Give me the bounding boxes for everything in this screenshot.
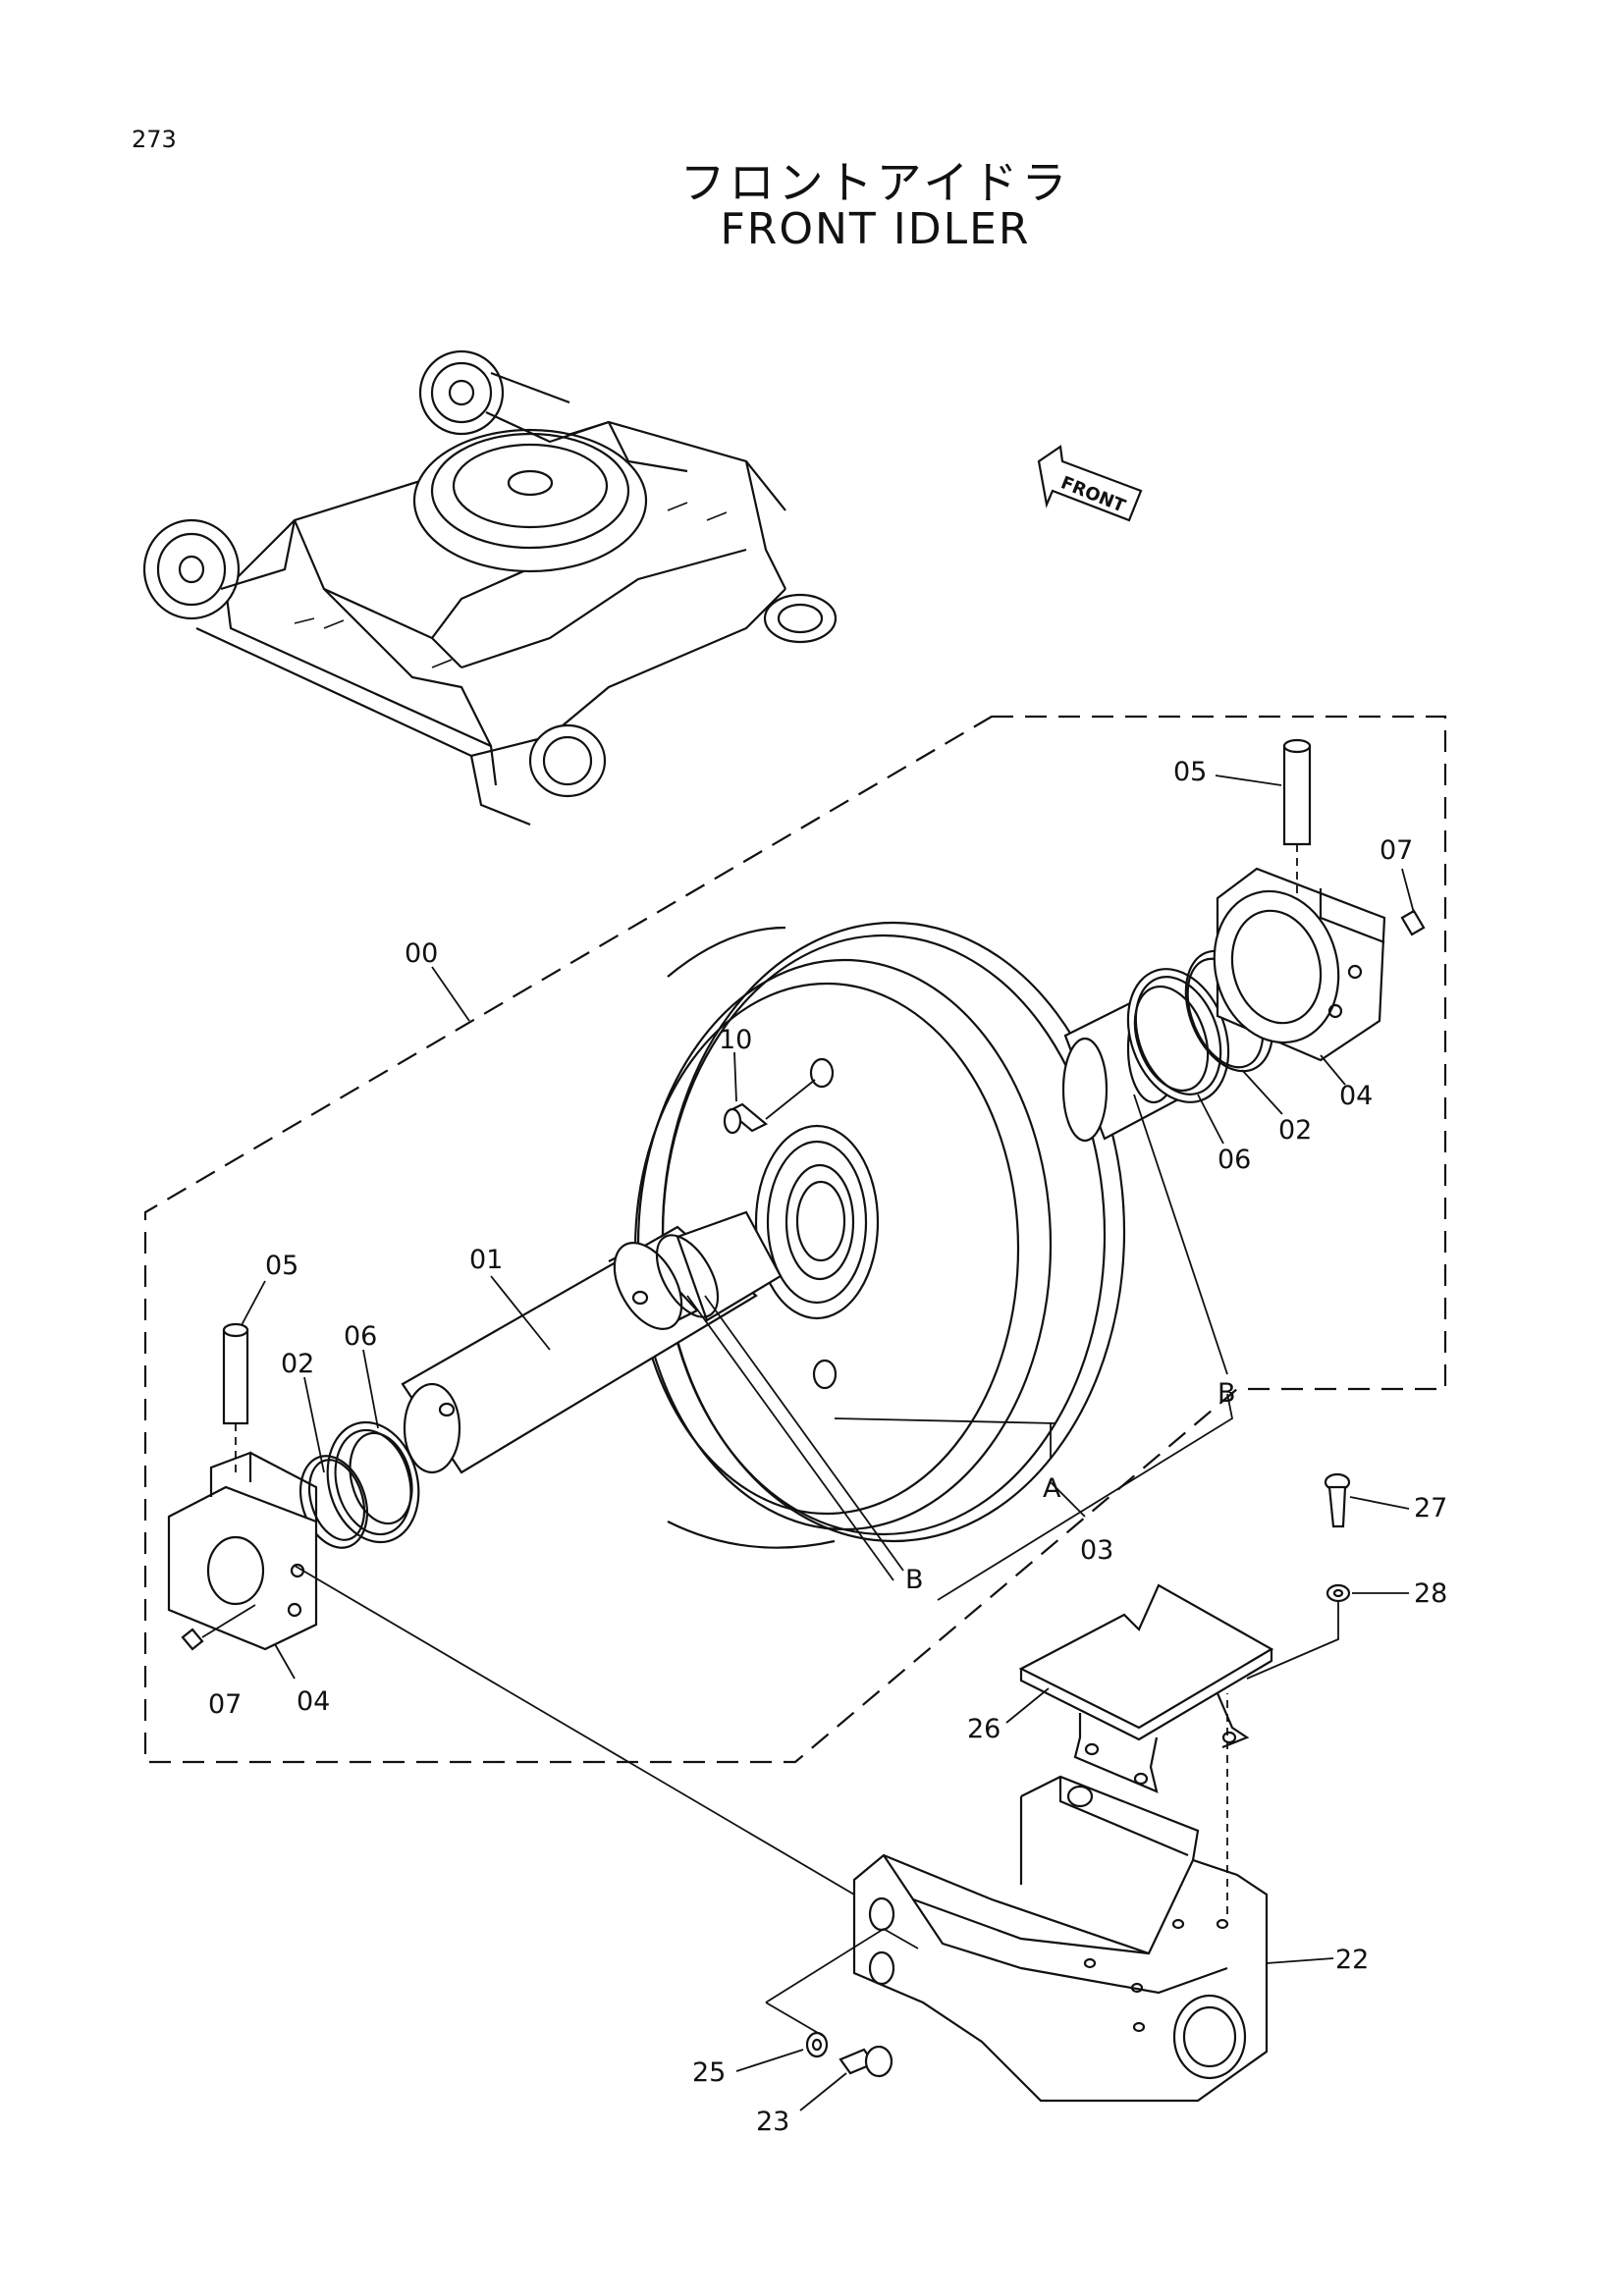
idler-yoke (852, 1693, 1269, 2103)
page-title-japanese: フロントアイドラ (679, 156, 1071, 209)
reference-b-right: B (1217, 1378, 1236, 1409)
callout-22: 22 (1335, 1945, 1369, 1975)
track-frame-overview (142, 349, 838, 827)
callout-05-right: 05 (1173, 757, 1207, 787)
callout-23: 23 (756, 2107, 789, 2137)
callout-05-left: 05 (265, 1251, 298, 1281)
bolt-27 (1324, 1472, 1351, 1528)
idler-wheel (633, 921, 1126, 1549)
idler-shaft (401, 1210, 783, 1474)
reference-b-left: B (905, 1565, 924, 1595)
callout-00: 00 (405, 938, 438, 969)
callout-07-left: 07 (208, 1689, 242, 1720)
bolt-10 (723, 1079, 816, 1135)
callout-06-right: 06 (1217, 1145, 1251, 1175)
front-direction-arrow: FRONT (1037, 445, 1143, 522)
callout-26: 26 (967, 1714, 1001, 1744)
callout-10: 10 (719, 1025, 752, 1055)
cover-plate (1018, 1583, 1274, 1793)
callout-01: 01 (469, 1245, 503, 1275)
assembly-boundary (143, 715, 1447, 1764)
left-bracket (167, 1451, 318, 1651)
left-set-screw (181, 1604, 256, 1651)
right-pin (1282, 738, 1312, 893)
bolt-23 (839, 2045, 893, 2078)
callout-28: 28 (1414, 1578, 1447, 1609)
callout-07-right: 07 (1380, 835, 1413, 866)
washer-28 (1246, 1583, 1351, 1680)
page-number: 273 (132, 126, 177, 153)
reference-a: A (1043, 1473, 1061, 1504)
callout-27: 27 (1414, 1493, 1447, 1523)
callout-06-left: 06 (344, 1321, 377, 1352)
left-pin (222, 1322, 249, 1472)
callout-03: 03 (1080, 1535, 1113, 1566)
callout-02-left: 02 (281, 1349, 314, 1379)
callout-04-right: 04 (1339, 1081, 1373, 1111)
callout-labels: 00 01 02 02 03 04 04 05 05 06 06 07 07 1… (208, 757, 1447, 2137)
leader-lines (241, 774, 1415, 2111)
left-o-ring (299, 1455, 368, 1549)
callout-02-right: 02 (1278, 1115, 1312, 1146)
right-set-screw (1400, 909, 1426, 936)
callout-04-left: 04 (297, 1686, 330, 1717)
right-floating-seal (1126, 968, 1230, 1103)
callout-25: 25 (692, 2057, 726, 2088)
left-floating-seal (326, 1420, 420, 1544)
right-bracket (1213, 867, 1386, 1062)
page-title-english: FRONT IDLER (720, 204, 1031, 254)
